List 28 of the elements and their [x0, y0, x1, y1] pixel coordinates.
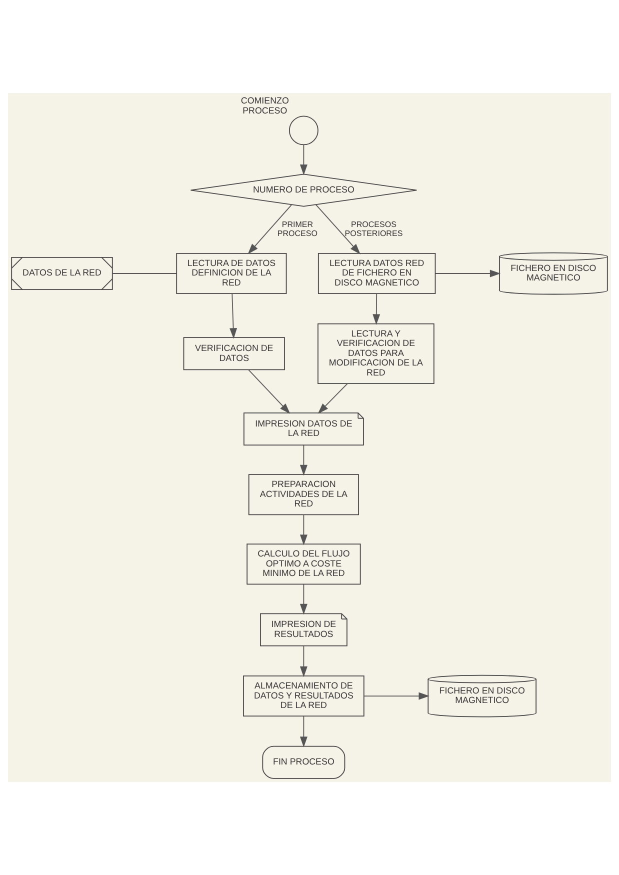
edge-label: PROCESOS POSTERIORES	[344, 220, 403, 238]
connector	[112, 273, 177, 274]
arrow	[315, 204, 360, 254]
node-box: CALCULO DEL FLUJO OPTIMO A COSTE MINIMO DE LA RED	[246, 544, 361, 585]
node-circle	[288, 116, 318, 146]
arrow	[300, 444, 308, 476]
node-box: LECTURA DE DATOS DEFINICION DE LA RED	[176, 253, 287, 294]
node-label: COMIENZO PROCESO	[240, 96, 289, 116]
arrow	[300, 514, 308, 546]
arrow	[364, 692, 430, 700]
node-box: LECTURA Y VERIFICACION DE DATOS PARA MODIFICACION DE LA RED	[318, 323, 434, 384]
node-box: LECTURA DATOS RED DE FICHERO EN DISCO MAGNETICO	[318, 253, 436, 294]
arrow	[300, 584, 308, 615]
node-box: ALMACENAMIENTO DE DATOS Y RESULTADOS DE LA RED	[243, 676, 364, 717]
arrow	[248, 369, 290, 414]
arrow	[300, 144, 308, 176]
arrow	[300, 645, 308, 678]
arrow	[230, 293, 238, 339]
arrow	[318, 383, 348, 414]
arrow	[248, 204, 292, 254]
arrow	[435, 270, 501, 278]
arrow	[372, 293, 380, 325]
node-box: VERIFICACION DE DATOS	[183, 337, 285, 370]
node-diamond: NUMERO DE PROCESO	[190, 174, 418, 207]
node-box: FIN PROCESO	[262, 746, 346, 779]
arrow	[300, 716, 308, 748]
edge-label: PRIMER PROCESO	[277, 220, 318, 238]
node-box: PREPARACION ACTIVIDADES DE LA RED	[248, 474, 359, 516]
